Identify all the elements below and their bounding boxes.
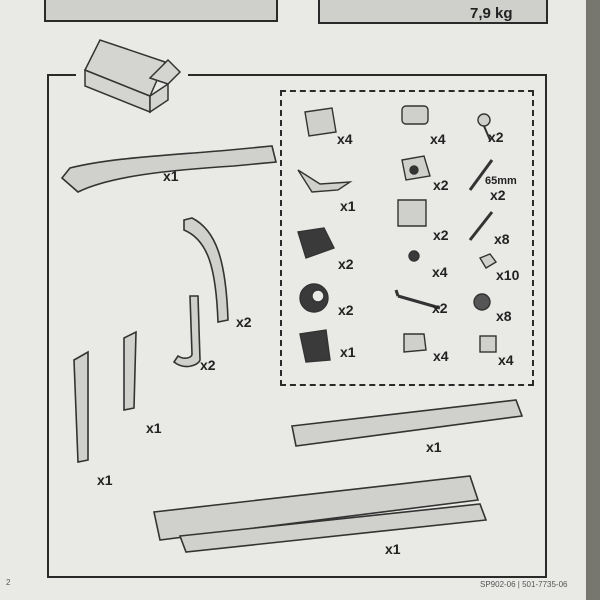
weight-label: 7,9 kg <box>470 5 513 22</box>
qty-label: x2 <box>338 302 354 318</box>
manual-page: 7,9 kg <box>0 0 586 600</box>
holder-arm-2 <box>123 330 137 411</box>
allen-key-part <box>394 289 441 310</box>
qty-label: x2 <box>488 129 504 145</box>
cap-part <box>401 105 429 125</box>
qty-label: x8 <box>494 231 510 247</box>
bolt-part <box>468 211 494 241</box>
lock-washer-part <box>473 293 491 311</box>
qty-label: x2 <box>433 177 449 193</box>
knob-part <box>297 227 335 259</box>
parts-icons <box>297 105 498 363</box>
qty-label: x4 <box>432 264 448 280</box>
box-icon <box>83 39 182 114</box>
qty-label: x2 <box>338 256 354 272</box>
carrier-base-part <box>153 475 480 541</box>
qty-label: x2 <box>490 187 506 203</box>
qty-label: x1 <box>163 168 179 184</box>
qty-label: x2 <box>236 314 252 330</box>
cap-black-part <box>299 329 331 363</box>
main-parts-icons <box>60 145 524 553</box>
qty-label: x10 <box>496 267 520 283</box>
qty-label: x2 <box>432 300 448 316</box>
bolt-65mm-part <box>468 159 494 191</box>
previous-panel-left <box>44 0 278 22</box>
small-parts-box <box>280 90 534 386</box>
previous-panel-right <box>318 0 548 24</box>
square-pad-part <box>479 335 497 353</box>
qty-label: x1 <box>385 541 401 557</box>
doc-code: SP902-06 | 501-7735-06 <box>480 580 568 589</box>
contents-frame <box>47 74 547 578</box>
qty-label: x2 <box>433 227 449 243</box>
qty-label: x2 <box>200 357 216 373</box>
qty-label: x1 <box>146 420 162 436</box>
hook-part <box>172 295 201 368</box>
parts-illustrations <box>60 39 524 553</box>
qty-label: x4 <box>337 131 353 147</box>
nut-part <box>478 253 498 269</box>
qty-label: x1 <box>97 472 113 488</box>
qty-label: x1 <box>340 344 356 360</box>
arm-part <box>60 145 278 193</box>
bracket-part <box>297 169 353 193</box>
rail-part <box>291 399 524 447</box>
qty-label: x4 <box>498 352 514 368</box>
qty-label: x8 <box>496 308 512 324</box>
washer-part <box>408 250 420 262</box>
frame-tube-part <box>183 217 229 323</box>
sleeve-part <box>397 199 427 227</box>
page-number: 2 <box>6 578 11 587</box>
plate-part <box>304 107 337 137</box>
qty-label: x4 <box>430 131 446 147</box>
qty-label: x1 <box>340 198 356 214</box>
screw-part <box>477 113 491 127</box>
qty-label: x4 <box>433 348 449 364</box>
size-label: 65mm <box>485 175 517 187</box>
qty-label: x1 <box>426 439 442 455</box>
holder-arm-1 <box>73 350 89 463</box>
strap-button-part <box>403 333 427 353</box>
